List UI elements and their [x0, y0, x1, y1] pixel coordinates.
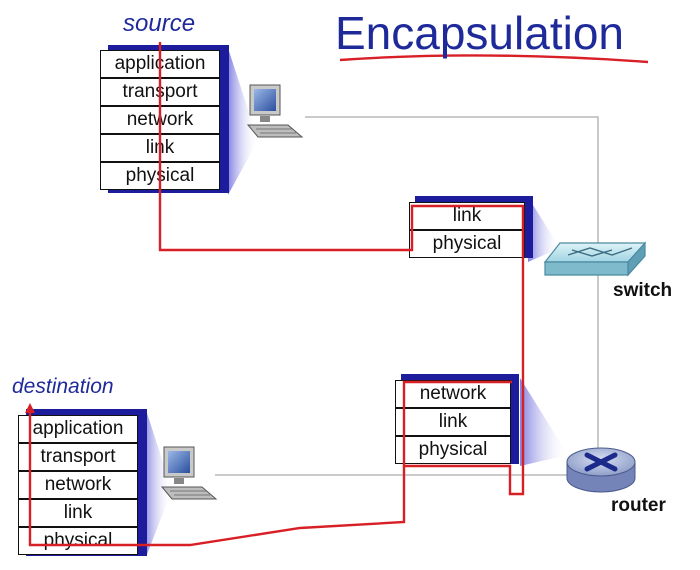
router-protocol-stack: network link physical — [395, 374, 519, 466]
switch-stack-glow — [528, 197, 560, 262]
destination-layer-network: network — [18, 471, 138, 499]
router-label: router — [611, 495, 666, 516]
router-layer-link: link — [395, 408, 511, 436]
destination-layer-physical: physical — [18, 527, 138, 555]
switch-icon — [543, 241, 647, 277]
source-layer-physical: physical — [100, 162, 220, 190]
source-protocol-stack: application transport network link physi… — [100, 45, 229, 195]
router-layer-network: network — [395, 380, 511, 408]
page-title: Encapsulation — [335, 7, 624, 59]
source-layer-transport: transport — [100, 78, 220, 106]
source-stack-glow — [228, 48, 258, 195]
source-layer-link: link — [100, 134, 220, 162]
destination-layer-application: application — [18, 415, 138, 443]
switch-layer-physical: physical — [409, 230, 525, 258]
router-layer-physical: physical — [395, 436, 511, 464]
source-label: source — [123, 10, 196, 37]
switch-label: switch — [613, 280, 673, 301]
source-layer-network: network — [100, 106, 220, 134]
destination-protocol-stack: application transport network link physi… — [18, 409, 147, 556]
destination-stack-glow — [146, 410, 172, 557]
computer-icon — [160, 446, 218, 500]
computer-icon — [246, 84, 304, 138]
router-icon — [566, 447, 636, 493]
source-layer-application: application — [100, 50, 220, 78]
destination-layer-link: link — [18, 499, 138, 527]
destination-label: destination — [12, 375, 114, 398]
switch-layer-link: link — [409, 202, 525, 230]
destination-layer-transport: transport — [18, 443, 138, 471]
switch-protocol-stack: link physical — [409, 196, 533, 262]
router-stack-glow — [520, 378, 568, 466]
